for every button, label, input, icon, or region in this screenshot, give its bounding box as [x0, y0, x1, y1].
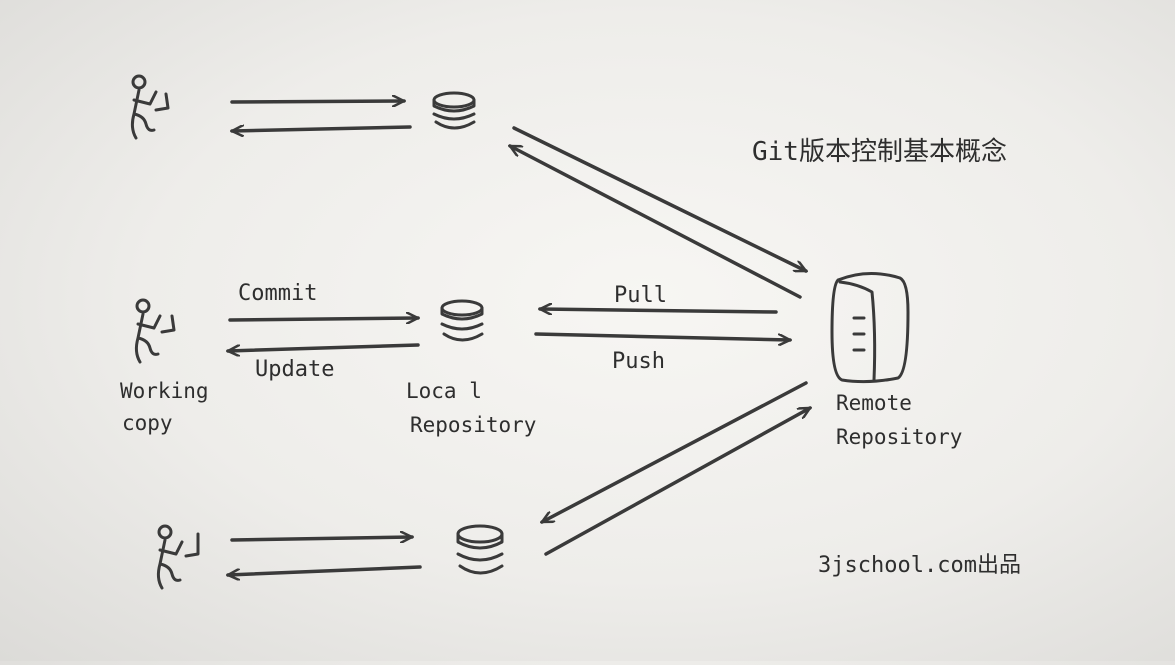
credit-text: 3jschool.com出品 — [818, 553, 1021, 578]
push-label: Push — [612, 349, 665, 374]
commit-label: Commit — [238, 281, 317, 306]
arrow-top-update — [232, 127, 412, 131]
arrow-bottom-push — [544, 406, 810, 556]
database-icon-bottom — [456, 524, 504, 575]
working-copy-label-line2: copy — [122, 411, 173, 435]
remote-repo-label-line2: Repository — [836, 425, 962, 449]
working-copy-label-line1: Working — [120, 379, 209, 403]
arrow-commit — [228, 318, 418, 320]
arrow-push — [534, 332, 790, 340]
arrow-pull — [540, 309, 778, 312]
server-icon — [830, 271, 910, 384]
arrow-bottom-update — [228, 565, 422, 575]
local-repo-label-line1: Loca l — [406, 379, 482, 403]
person-icon-middle — [134, 298, 176, 364]
database-icon-top — [432, 91, 476, 130]
arrow-bottom-pull — [542, 381, 808, 524]
arrow-bottom-commit — [230, 537, 412, 540]
arrow-top-push — [512, 126, 806, 273]
pull-label: Pull — [614, 283, 667, 308]
diagram-title: Git版本控制基本概念 — [752, 137, 1007, 167]
person-icon-bottom — [156, 524, 200, 590]
local-repo-label-line2: Repository — [410, 413, 536, 437]
arrow-group-bottom — [228, 537, 422, 575]
update-label: Update — [255, 357, 334, 382]
arrow-top-pull — [510, 144, 802, 299]
arrow-group-diagonal — [510, 126, 810, 556]
arrow-update — [228, 343, 420, 351]
arrow-group-top — [230, 101, 412, 131]
database-icon-middle — [440, 299, 484, 342]
arrow-top-commit — [230, 101, 404, 102]
arrow-group-middle — [228, 309, 790, 351]
remote-repo-label-line1: Remote — [836, 391, 912, 415]
person-icon-top — [130, 74, 170, 140]
